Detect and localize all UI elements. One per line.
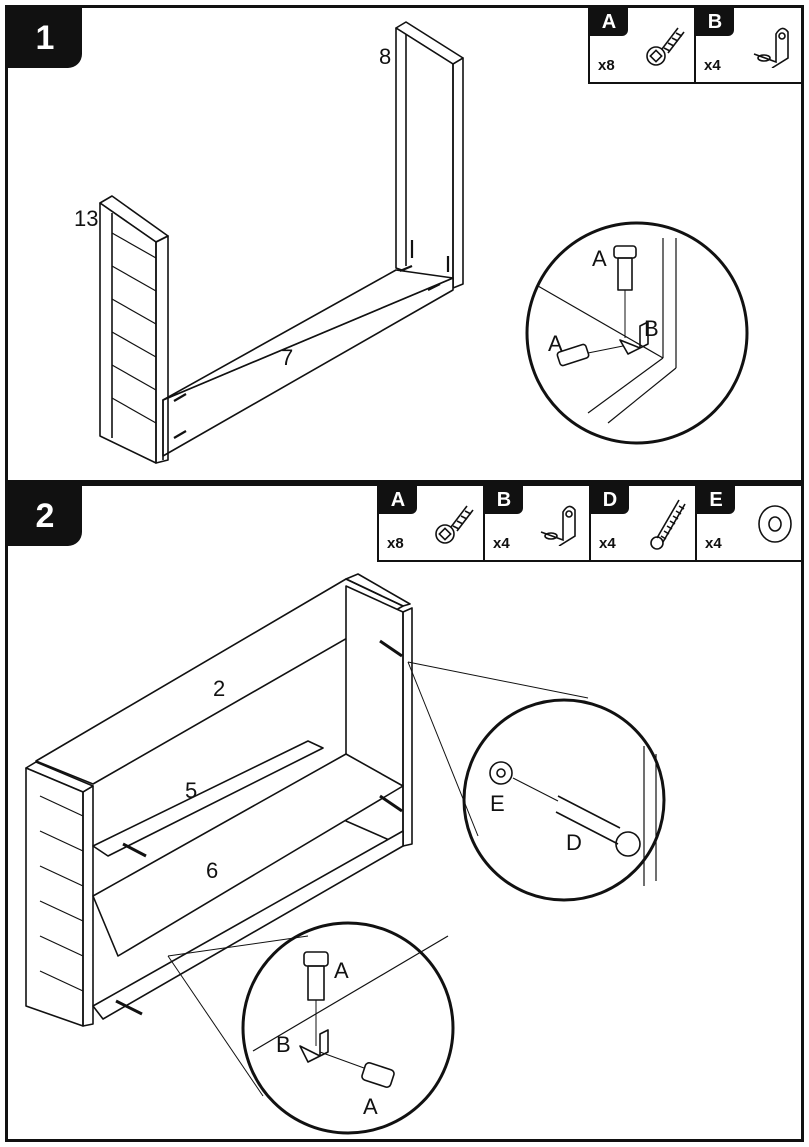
hardware-item-d: D x4 [591, 486, 697, 560]
hardware-item-b: B x4 [696, 8, 801, 82]
detail-washer-e-label: E [490, 791, 505, 816]
hardware-item-e: E x4 [697, 486, 801, 560]
hardware-letter: A [379, 486, 417, 514]
part-6-label: 6 [206, 858, 218, 883]
part-13-label: 13 [74, 206, 98, 231]
washer-icon [758, 505, 792, 543]
detail-bracket-b-label: B [276, 1032, 291, 1057]
detail-bracket-b-label: B [644, 316, 659, 341]
step-1-number: 1 [8, 8, 82, 68]
hardware-qty: x4 [704, 57, 721, 74]
detail-screw-a-side-label: A [363, 1094, 378, 1119]
hardware-letter: B [485, 486, 523, 514]
step-2-drawing: 2 5 6 E D A B A [25, 573, 666, 1135]
hardware-letter: A [590, 8, 628, 36]
hardware-letter: D [591, 486, 629, 514]
step-1-drawing: 8 13 7 A A B [74, 21, 749, 464]
l-bracket-icon [753, 27, 789, 68]
step-1-panel: 8 13 7 A A B 1 A x8 B [5, 5, 804, 483]
part-5-label: 5 [185, 778, 197, 803]
detail-screw-a-top-label: A [592, 246, 607, 271]
part-7-label: 7 [281, 345, 293, 370]
step-2-number: 2 [8, 486, 82, 546]
hardware-item-a: A x8 [590, 8, 696, 82]
hardware-item-b: B x4 [485, 486, 591, 560]
hardware-qty: x4 [599, 535, 616, 552]
part-8-label: 8 [379, 44, 391, 69]
hardware-letter: E [697, 486, 735, 514]
long-screw-icon [650, 499, 686, 550]
hardware-qty: x8 [387, 535, 404, 552]
step-2-hardware-list: A x8 B x4 [377, 486, 801, 562]
detail-screw-d-label: D [566, 830, 582, 855]
detail-screw-a-top-label: A [334, 958, 349, 983]
cam-screw-icon [435, 505, 474, 544]
detail-screw-a-side-label: A [548, 331, 563, 356]
cam-screw-icon [646, 27, 685, 66]
l-bracket-icon [540, 505, 576, 546]
part-2-label: 2 [213, 676, 225, 701]
step-1-hardware-list: A x8 B x4 [588, 8, 801, 84]
hardware-qty: x4 [705, 535, 722, 552]
hardware-qty: x8 [598, 57, 615, 74]
hardware-item-a: A x8 [379, 486, 485, 560]
step-2-panel: 2 5 6 E D A B A 2 A x8 [5, 483, 804, 1142]
hardware-qty: x4 [493, 535, 510, 552]
hardware-letter: B [696, 8, 734, 36]
